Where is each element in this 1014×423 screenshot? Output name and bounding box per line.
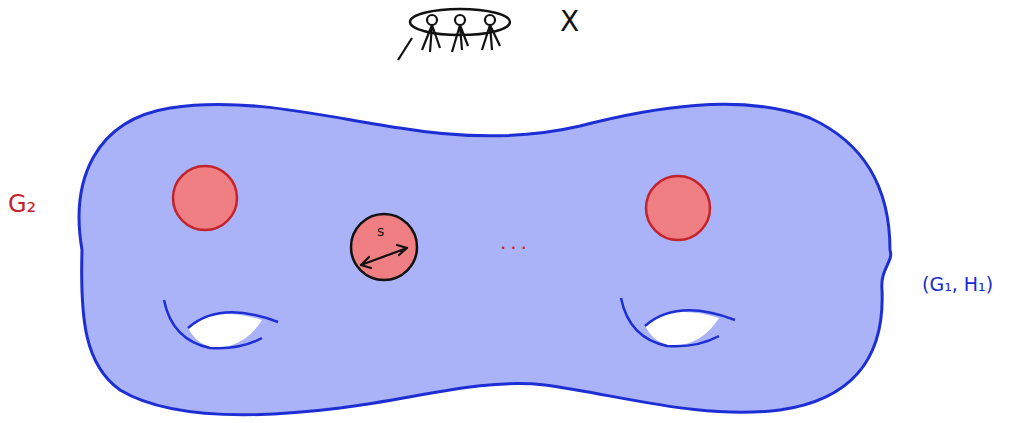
group-label: G₂ [8, 192, 36, 216]
surface-region: (G₁, H₁) s [70, 95, 1010, 422]
marked-disk: s [349, 212, 419, 282]
disk-with-arrow [349, 212, 419, 282]
ellipsis: ... [500, 232, 531, 252]
space-label: X [560, 8, 579, 36]
surface-label: (G₁, H₁) [922, 275, 993, 294]
genus-two-surface [70, 95, 1010, 422]
disk-label: s [377, 224, 384, 238]
